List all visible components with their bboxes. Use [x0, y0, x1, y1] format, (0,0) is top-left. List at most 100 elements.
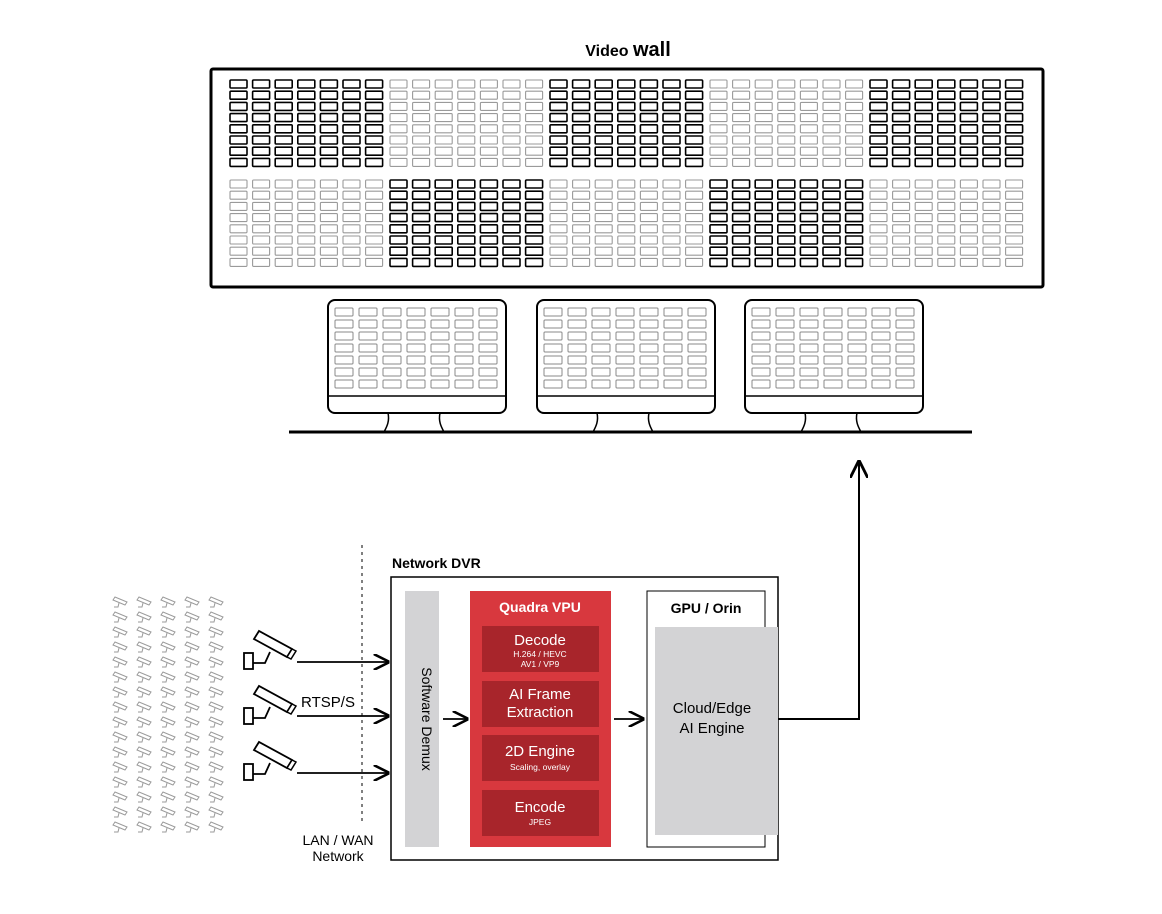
mini-camera-icon: [208, 791, 224, 803]
wall-screen-tile: [411, 257, 431, 268]
wall-screen-tile: [524, 212, 544, 223]
monitor-screen-tile: [751, 343, 771, 353]
vpu-block-2d-engine: [482, 735, 599, 781]
wall-screen-tile: [959, 124, 979, 134]
mini-camera-icon: [184, 626, 200, 638]
mini-camera-icon: [112, 641, 128, 653]
wall-screen-tile: [1004, 146, 1024, 156]
wall-screen-tile: [549, 235, 568, 245]
wall-screen-tile: [891, 79, 911, 89]
wall-screen-tile: [662, 257, 681, 267]
vpu-block-ai-frame: [482, 681, 599, 727]
wall-screen-tile: [365, 201, 384, 211]
wall-screen-tile: [982, 124, 1001, 134]
wall-screen-tile: [479, 179, 499, 189]
wall-screen-tile: [525, 79, 544, 89]
protocol-label: RTSP/S: [301, 694, 355, 711]
monitor-screen-tile: [639, 319, 659, 329]
wall-screen-tile: [732, 146, 751, 156]
wall-screen-tile: [776, 201, 796, 212]
wall-screen-tile: [524, 235, 544, 245]
wall-screen-tile: [252, 201, 271, 211]
monitor-screen-tile: [478, 367, 498, 377]
wall-screen-tile: [731, 212, 751, 223]
monitor-screen-tile: [382, 331, 402, 341]
monitor-screen-tile: [639, 331, 659, 341]
monitor-screen-tile: [406, 331, 426, 341]
ai-frame-label-2: Extraction: [507, 704, 574, 721]
wall-screen-tile: [709, 235, 728, 245]
wall-screen-tile: [936, 90, 956, 100]
monitor-screen-tile: [687, 367, 707, 377]
wall-screen-tile: [319, 179, 338, 189]
wall-screen-tile: [229, 246, 248, 256]
wall-screen-tile: [434, 179, 454, 189]
mini-camera-icon: [160, 626, 176, 638]
ai-engine-label-2: AI Engine: [679, 720, 744, 737]
monitor-screen-tile: [615, 367, 635, 377]
wall-screen-tile: [594, 213, 613, 223]
wall-screen-tile: [502, 113, 521, 123]
wall-screen-tile: [844, 246, 864, 256]
wall-screen-tile: [412, 90, 431, 100]
wall-screen-tile: [845, 146, 864, 156]
wall-screen-tile: [869, 135, 888, 145]
wall-screen-tile: [594, 135, 614, 145]
wall-screen-tile: [274, 246, 293, 256]
monitor-screen-tile: [478, 379, 498, 389]
monitor-stand-right: [855, 412, 862, 433]
wall-screen-tile: [594, 179, 613, 189]
wall-screen-tile: [959, 135, 979, 145]
wall-screen-tile: [936, 79, 956, 89]
wall-screen-tile: [754, 79, 773, 89]
wall-screen-tile: [892, 213, 911, 223]
wall-screen-tile: [457, 79, 476, 89]
mini-camera-icon: [136, 626, 152, 638]
wall-screen-tile: [342, 101, 361, 112]
monitor-screen-tile: [775, 355, 795, 365]
wall-screen-tile: [732, 79, 751, 89]
mini-camera-icon: [208, 686, 224, 698]
wall-screen-tile: [571, 124, 591, 134]
wall-screen-tile: [274, 135, 294, 145]
mini-camera-icon: [112, 791, 128, 803]
wall-screen-tile: [549, 157, 568, 168]
wall-screen-tile: [229, 157, 248, 168]
wall-screen-tile: [479, 101, 498, 111]
mini-camera-icon: [136, 701, 152, 713]
monitor-screen-tile: [895, 343, 915, 353]
wall-screen-tile: [296, 135, 316, 145]
cctv-camera-icon: [243, 740, 298, 781]
wall-screen-tile: [411, 224, 431, 234]
wall-screen-tile: [959, 90, 979, 100]
monitor-screen-tile: [895, 367, 915, 377]
wall-screen-tile: [684, 135, 704, 145]
wall-screen-tile: [982, 257, 1001, 267]
wall-screen-tile: [982, 224, 1001, 234]
mini-camera-icon: [136, 776, 152, 788]
wall-screen-tile: [616, 157, 636, 168]
wall-screen-tile: [364, 90, 384, 100]
wall-screen-tile: [296, 79, 316, 89]
wall-screen-tile: [617, 257, 636, 267]
wall-screen-tile: [732, 90, 751, 100]
monitor-screen-tile: [382, 355, 402, 365]
wall-screen-tile: [822, 157, 841, 167]
monitor-screen-tile: [543, 307, 563, 317]
wall-screen-tile: [342, 112, 361, 123]
wall-screen-tile: [479, 257, 499, 268]
wall-screen-tile: [799, 157, 818, 167]
wall-screen-tile: [571, 90, 591, 100]
wall-screen-tile: [754, 235, 774, 245]
gpu-title: GPU / Orin: [671, 600, 742, 616]
wall-screen-tile: [502, 146, 521, 156]
wall-screen-tile: [937, 213, 956, 223]
wall-screen-tile: [296, 146, 316, 156]
wall-screen-tile: [709, 146, 728, 156]
title-part-wall: wall: [632, 39, 671, 61]
network-label-line1: LAN / WAN: [302, 832, 373, 848]
wall-screen-tile: [525, 101, 544, 111]
wall-screen-tile: [456, 212, 476, 223]
wall-screen-tile: [822, 257, 841, 268]
wall-screen-tile: [364, 112, 384, 123]
